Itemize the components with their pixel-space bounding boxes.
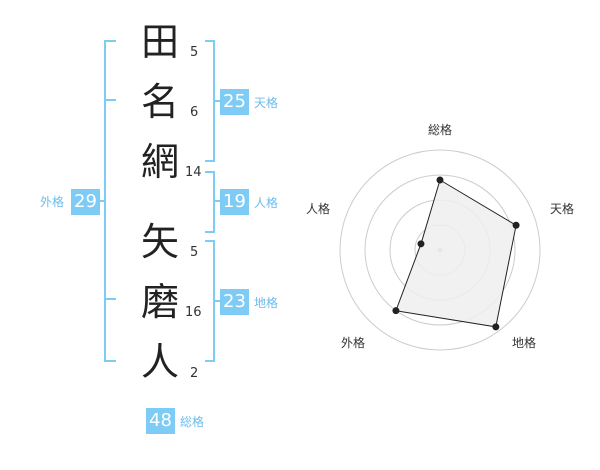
chikaku-value: 23 bbox=[220, 289, 249, 315]
radar-area bbox=[395, 179, 517, 328]
radar-axis-label-chikaku: 地格 bbox=[512, 336, 537, 350]
gaikaku-label: 外格 bbox=[40, 195, 65, 209]
chikaku-connector bbox=[214, 300, 220, 302]
soukaku-label: 総格 bbox=[180, 415, 205, 429]
radar-ring bbox=[364, 174, 516, 326]
radar-points bbox=[392, 176, 520, 331]
given-char-2: 磨 bbox=[140, 280, 179, 324]
radar-axis-label-jinkaku: 人格 bbox=[306, 202, 331, 216]
tenkaku-value: 25 bbox=[220, 89, 249, 115]
radar-point-3 bbox=[392, 307, 400, 315]
given-char-3: 人 bbox=[140, 340, 179, 384]
surname-strokes-1: 5 bbox=[190, 45, 199, 60]
jinkaku-value: 19 bbox=[220, 189, 249, 215]
gaikaku-bracket-tick-1 bbox=[104, 99, 116, 101]
radar-chart bbox=[339, 149, 541, 351]
chikaku-label: 地格 bbox=[254, 296, 279, 310]
soukaku-value: 48 bbox=[146, 408, 175, 434]
given-strokes-2: 16 bbox=[185, 305, 202, 320]
given-strokes-3: 2 bbox=[190, 366, 199, 381]
tenkaku-connector bbox=[214, 100, 220, 102]
gaikaku-value: 29 bbox=[71, 189, 100, 215]
jinkaku-bracket bbox=[205, 171, 215, 233]
radar-axis-label-tenkaku: 天格 bbox=[550, 202, 575, 216]
radar-point-4 bbox=[417, 240, 425, 248]
surname-char-3: 網 bbox=[140, 140, 179, 184]
gaikaku-connector bbox=[100, 200, 106, 202]
surname-strokes-2: 6 bbox=[190, 105, 199, 120]
radar-point-0 bbox=[436, 176, 444, 184]
radar-point-1 bbox=[512, 221, 520, 229]
jinkaku-label: 人格 bbox=[254, 196, 279, 210]
gaikaku-bracket-tick-2 bbox=[104, 298, 116, 300]
given-char-1: 矢 bbox=[140, 220, 179, 264]
radar-axis-label-gaikaku: 外格 bbox=[341, 336, 366, 350]
surname-strokes-3: 14 bbox=[185, 165, 202, 180]
radar-ring bbox=[339, 149, 541, 351]
radar-axis-label-soukaku: 総格 bbox=[428, 123, 453, 137]
given-strokes-1: 5 bbox=[190, 245, 199, 260]
tenkaku-label: 天格 bbox=[254, 96, 279, 110]
surname-char-1: 田 bbox=[140, 20, 179, 64]
surname-char-2: 名 bbox=[140, 80, 179, 124]
jinkaku-connector bbox=[214, 200, 220, 202]
radar-point-2 bbox=[492, 323, 500, 331]
